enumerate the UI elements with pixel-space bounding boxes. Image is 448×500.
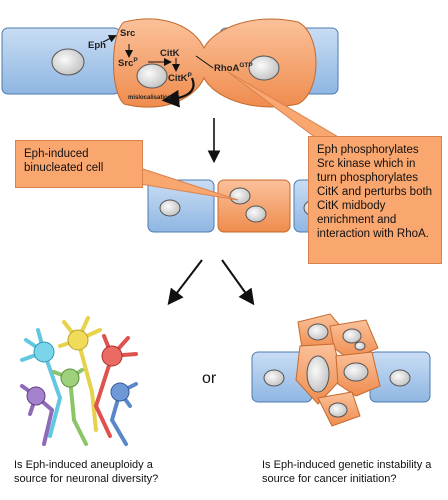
nucleus [354, 341, 366, 351]
neuron-red [94, 334, 138, 438]
nucleus [229, 187, 251, 205]
nucleus [51, 48, 85, 76]
label-eph: Eph [88, 40, 106, 51]
callout-binucleated-cell: Eph-induced binucleated cell [15, 140, 143, 188]
callout-eph-mechanism: Eph phosphorylates Src kinase which in t… [308, 136, 442, 264]
nucleus [263, 369, 285, 387]
neuron-cluster [20, 316, 138, 446]
citk-rhoa-link [195, 55, 214, 69]
neuron-cyan [20, 328, 62, 438]
branch-arrow-right [221, 259, 255, 306]
label-mislocalisation: mislocalisation [128, 95, 172, 101]
nucleus [245, 205, 267, 223]
nucleus [342, 328, 362, 344]
label-or: or [202, 370, 217, 387]
stage1-cells [1, 18, 339, 108]
branch-arrow-left [167, 259, 203, 306]
nucleus [307, 323, 329, 341]
label-rhoa: RhoAGTP [214, 62, 253, 75]
dividing-cell [113, 18, 317, 108]
eph-to-src-arrow [102, 35, 117, 43]
nucleus [343, 362, 369, 382]
mislocalisation-arrow [161, 77, 195, 108]
nucleus [328, 402, 348, 418]
nucleus [389, 369, 411, 387]
nucleus [136, 63, 168, 89]
question-cancer-initiation: Is Eph-induced genetic instability a sou… [262, 459, 432, 485]
nucleus [159, 199, 181, 217]
label-src: Src [120, 28, 136, 39]
label-src-p: SrcP [118, 57, 138, 70]
nucleus [248, 55, 280, 81]
label-citk-p: CitKP [168, 72, 192, 85]
label-citk: CitK [160, 48, 180, 59]
question-neuronal-diversity: Is Eph-induced aneuploidy a source for n… [14, 459, 159, 485]
cancer-cluster [251, 313, 431, 427]
nucleus [306, 355, 330, 393]
